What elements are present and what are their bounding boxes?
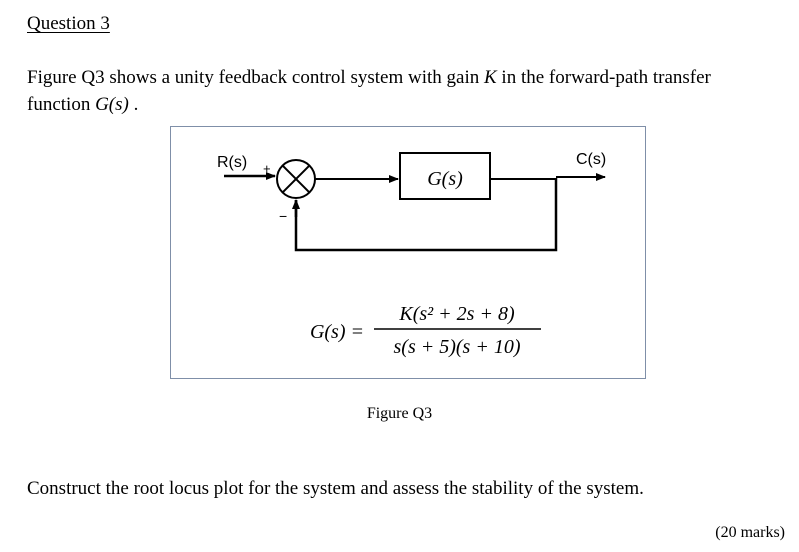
gain-symbol: K bbox=[483, 67, 497, 88]
plus-sign: + bbox=[263, 161, 271, 176]
output-label-c-s: C(s) bbox=[576, 151, 606, 168]
g-s-block-label: G(s) bbox=[427, 168, 463, 190]
question-intro: Figure Q3 shows a unity feedback control… bbox=[27, 64, 777, 118]
summing-junction bbox=[276, 159, 316, 199]
equation-numerator: K(s² + 2s + 8) bbox=[398, 303, 515, 325]
intro-text-end: . bbox=[128, 94, 139, 115]
intro-text-2: in the forward-path transfer function bbox=[27, 67, 711, 115]
equation-denominator: s(s + 5)(s + 10) bbox=[394, 336, 521, 358]
intro-text-1: Figure Q3 shows a unity feedback control… bbox=[27, 67, 484, 88]
minus-sign: − bbox=[279, 208, 287, 224]
question-heading: Question 3 bbox=[27, 13, 110, 34]
equation-lhs: G(s) = bbox=[310, 321, 364, 343]
block-diagram: R(s) + − G(s) C(s) G(s) = K(s² + 2s + 8)… bbox=[217, 151, 606, 358]
transfer-function-symbol: G(s) bbox=[95, 94, 129, 115]
figure-caption: Figure Q3 bbox=[366, 405, 433, 422]
input-label-r-s: R(s) bbox=[217, 154, 247, 171]
marks-label: (20 marks) bbox=[715, 524, 785, 541]
g-s-block bbox=[399, 152, 491, 200]
question-task: Construct the root locus plot for the sy… bbox=[27, 478, 644, 499]
figure-q3-box: R(s) + − G(s) C(s) G(s) = K(s² + 2s + 8)… bbox=[170, 126, 646, 379]
feedback-path bbox=[294, 178, 558, 252]
